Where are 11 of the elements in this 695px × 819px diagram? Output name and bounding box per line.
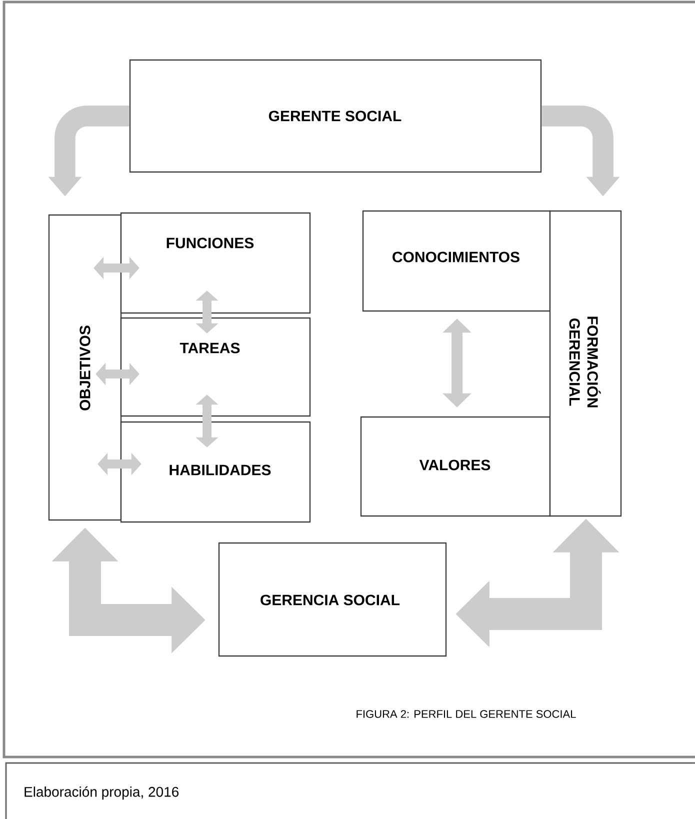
process-box: TAREAS xyxy=(120,317,311,417)
source-note: Elaboración propia, 2016 xyxy=(5,762,695,819)
process-box: VALORES xyxy=(360,416,551,517)
process-box: FUNCIONES xyxy=(120,212,311,314)
figure-caption: FIGURA 2: PERFIL DEL GERENTE SOCIAL xyxy=(356,710,576,718)
process-box: CONOCIMIENTOS xyxy=(362,210,551,312)
process-box: FORMACIÓN GERENCIAL xyxy=(549,210,622,517)
process-box: OBJETIVOS xyxy=(48,214,122,521)
process-box: GERENCIA SOCIAL xyxy=(218,542,447,657)
process-box: GERENTE SOCIAL xyxy=(129,59,542,173)
process-box: HABILIDADES xyxy=(120,421,311,523)
